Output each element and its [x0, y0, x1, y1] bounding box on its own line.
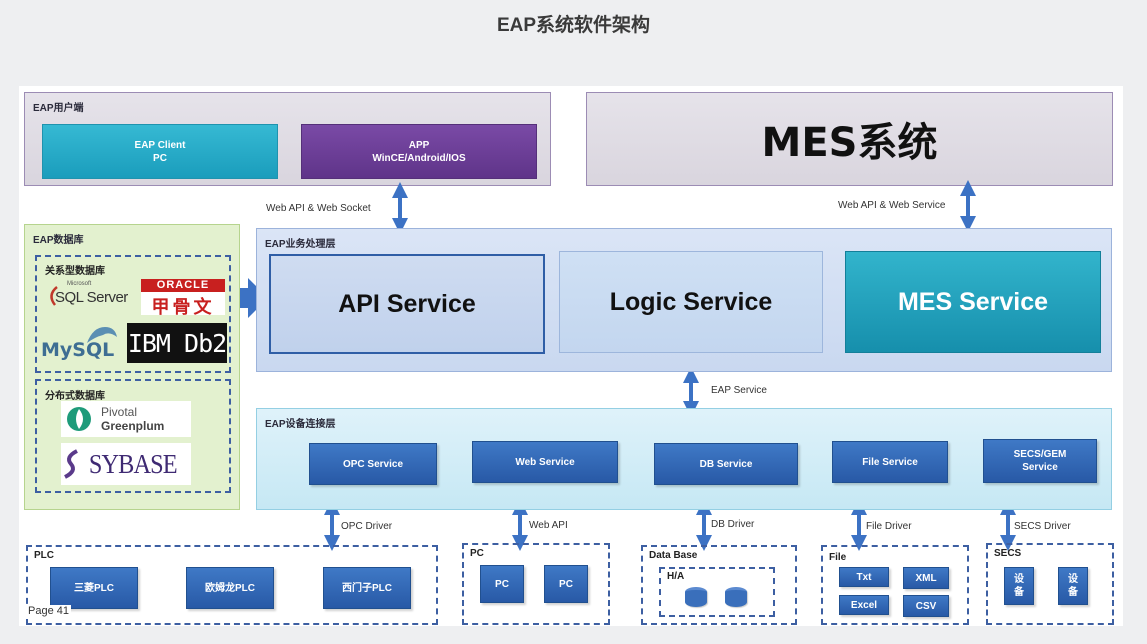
sybase-logo-text: SYBASE: [89, 448, 178, 479]
distributed-db-label: 分布式数据库: [45, 391, 105, 402]
file-driver-label: File Driver: [866, 521, 912, 532]
file-csv-box: CSV: [903, 595, 949, 617]
mes-system-panel: MES系统: [586, 92, 1113, 186]
secs-device-box-2: 设备: [1058, 567, 1088, 605]
distributed-db-group: 分布式数据库 Pivotal Greenplum SYBASE: [35, 379, 231, 493]
page-title: EAP系统软件架构: [496, 15, 651, 36]
client-layer-panel: EAP用户端 EAP Client PC APP WinCE/Android/I…: [24, 92, 551, 186]
oracle-logo-text: ORACLE: [141, 279, 225, 292]
web-api-label: Web API: [529, 520, 568, 531]
client-layer-label: EAP用户端: [33, 103, 84, 114]
oracle-logo: ORACLE 甲骨文: [141, 279, 225, 317]
database-label: EAP数据库: [33, 235, 84, 246]
sqlserver-logo-microsoft: Microsoft: [67, 281, 92, 287]
eap-client-line2: PC: [153, 152, 167, 164]
mes-service-box: MES Service: [845, 251, 1101, 353]
sqlserver-logo: Microsoft SQL Server: [47, 279, 139, 315]
relational-db-label: 关系型数据库: [45, 266, 105, 277]
opc-driver-label: OPC Driver: [341, 521, 393, 532]
database-cylinder-icon-2: [725, 587, 747, 607]
db2-logo: IBM Db2: [127, 323, 227, 363]
relational-db-group: 关系型数据库 Microsoft SQL Server ORACLE 甲骨文 M…: [35, 255, 231, 373]
sqlserver-swoosh-icon: [50, 286, 58, 306]
plc-mitsubishi-box: 三菱PLC: [50, 567, 138, 609]
pc-group: PC PC PC: [462, 543, 610, 625]
pc-box-2: PC: [544, 565, 588, 603]
app-box: APP WinCE/Android/IOS: [301, 124, 537, 179]
eap-client-box: EAP Client PC: [42, 124, 278, 179]
greenplum-line2: Greenplum: [101, 419, 165, 433]
eap-service-label: EAP Service: [711, 385, 767, 396]
mysql-logo-text: MySQL: [41, 339, 115, 361]
pc-box-1: PC: [480, 565, 524, 603]
device-layer-label: EAP设备连接层: [265, 419, 336, 430]
secs-gem-service-box: SECS/GEM Service: [983, 439, 1097, 483]
plc-siemens-box: 西门子PLC: [323, 567, 411, 609]
oracle-logo-cn: 甲骨文: [151, 297, 215, 317]
mysql-logo: MySQL: [41, 323, 127, 363]
database-group: Data Base H/A: [641, 545, 797, 625]
logic-service-box: Logic Service: [559, 251, 823, 353]
sqlserver-logo-text: SQL Server: [55, 289, 128, 306]
business-layer-label: EAP业务处理层: [265, 239, 336, 250]
file-service-box: File Service: [832, 441, 948, 483]
business-layer-panel: EAP业务处理层 API Service Logic Service MES S…: [256, 228, 1112, 372]
file-excel-box: Excel: [839, 595, 889, 615]
file-xml-box: XML: [903, 567, 949, 589]
opc-service-box: OPC Service: [309, 443, 437, 485]
secs-group: SECS 设备 设备: [986, 543, 1114, 625]
app-line1: APP: [408, 139, 430, 151]
mes-system-label: MES系统: [761, 120, 938, 166]
plc-group: PLC 三菱PLC 欧姆龙PLC 西门子PLC: [26, 545, 438, 625]
ha-group-label: H/A: [667, 571, 685, 582]
plc-omron-box: 欧姆龙PLC: [186, 567, 274, 609]
secs-device-box-1: 设备: [1004, 567, 1034, 605]
db-driver-label: DB Driver: [711, 519, 755, 530]
file-group-label: File: [829, 552, 847, 563]
sybase-emblem-icon: [64, 449, 78, 479]
db-service-box: DB Service: [654, 443, 798, 485]
api-service-box: API Service: [269, 254, 545, 354]
eap-client-line1: EAP Client: [134, 139, 186, 151]
web-api-socket-label: Web API & Web Socket: [266, 203, 371, 214]
ha-group: H/A: [659, 567, 775, 617]
mysql-dolphin-icon: [87, 327, 117, 343]
file-txt-box: Txt: [839, 567, 889, 587]
page-number: Page 41: [26, 605, 71, 617]
secs-group-label: SECS: [994, 548, 1022, 559]
greenplum-emblem-icon: [67, 407, 91, 431]
secs-driver-label: SECS Driver: [1014, 521, 1071, 532]
file-group: File Txt XML Excel CSV: [821, 545, 969, 625]
web-api-service-label: Web API & Web Service: [838, 200, 946, 211]
app-line2: WinCE/Android/IOS: [372, 152, 466, 164]
pc-group-label: PC: [470, 548, 484, 559]
plc-group-label: PLC: [34, 550, 54, 561]
web-service-box: Web Service: [472, 441, 618, 483]
database-panel: EAP数据库 关系型数据库 Microsoft SQL Server ORACL…: [24, 224, 240, 510]
sybase-logo: SYBASE: [61, 443, 191, 485]
device-layer-panel: EAP设备连接层 OPC Service Web Service DB Serv…: [256, 408, 1112, 510]
database-group-label: Data Base: [649, 550, 698, 561]
database-cylinder-icon-1: [685, 587, 707, 607]
greenplum-line1: Pivotal: [101, 405, 138, 419]
greenplum-logo: Pivotal Greenplum: [61, 401, 191, 437]
